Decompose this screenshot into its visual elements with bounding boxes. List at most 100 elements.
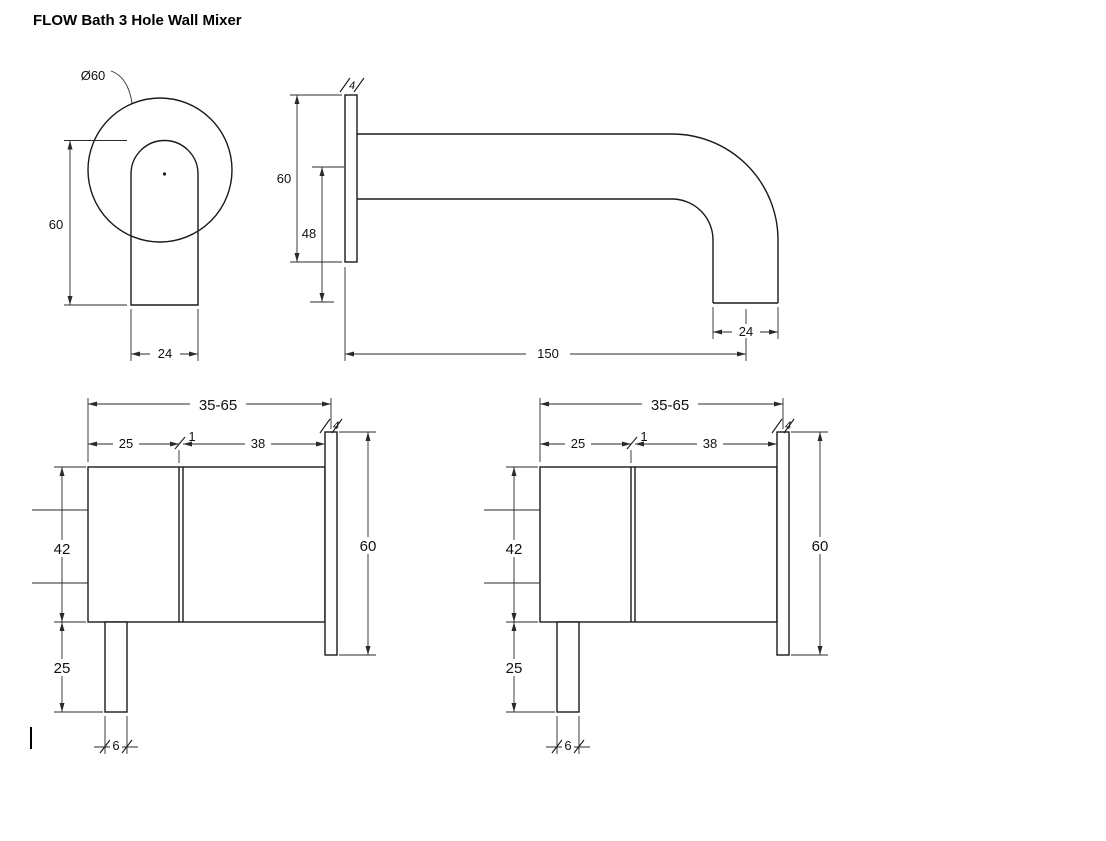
dim-label-bg xyxy=(562,738,574,751)
oblique-tick xyxy=(626,436,638,450)
text-cursor-artifact xyxy=(30,727,32,749)
spout-tube-inner-outline xyxy=(357,198,714,303)
dim-label-diameter: Ø60 xyxy=(81,68,106,83)
oblique-tick xyxy=(339,77,351,93)
dim-label-body-depth: 38 xyxy=(703,436,717,451)
dim-body-height: 42 xyxy=(501,466,538,623)
dim-label-depth-range: 35-65 xyxy=(651,397,689,414)
oblique-tick xyxy=(121,739,133,754)
page-title: FLOW Bath 3 Hole Wall Mixer xyxy=(33,12,242,29)
wall-plate-outline xyxy=(324,431,338,656)
dim-label-bg xyxy=(807,537,833,554)
dim-gap: 1 xyxy=(626,429,648,463)
dim-label-outlet-width: 24 xyxy=(739,324,753,339)
dim-label-bg xyxy=(150,346,180,361)
mixer-body-outline xyxy=(87,466,326,623)
dim-outlet-width: 24 xyxy=(712,307,779,339)
dim-label-plate-thickness: 4 xyxy=(349,80,355,92)
dim-label-plate-thickness: 4 xyxy=(333,420,339,432)
oblique-tick xyxy=(331,418,343,434)
dim-label-stem-width: 6 xyxy=(564,738,571,753)
dim-label-bg xyxy=(501,659,527,676)
wall-plate-outline xyxy=(776,431,790,656)
dim-label-bg xyxy=(642,395,698,412)
diameter-leader-line xyxy=(110,70,133,104)
dim-plate-height: 60 xyxy=(339,431,381,656)
oblique-tick xyxy=(99,739,111,754)
dim-label-bg xyxy=(697,436,723,451)
center-mark xyxy=(162,172,167,176)
oblique-tick xyxy=(783,418,795,434)
dim-label-bg xyxy=(732,324,760,338)
dim-label-body-depth: 38 xyxy=(251,436,265,451)
mixer-side-view-right: 35-65 25 1 38 4 xyxy=(484,395,833,754)
dim-label-plate-height: 60 xyxy=(360,538,377,555)
dim-depth-range: 35-65 xyxy=(87,395,332,462)
dim-plate-thickness: 4 xyxy=(319,418,343,434)
dim-label-bg xyxy=(355,537,381,554)
dim-label-bg xyxy=(190,395,246,412)
dim-depth-range: 35-65 xyxy=(539,395,784,462)
oblique-tick xyxy=(353,77,365,93)
dim-label-bg xyxy=(110,738,122,751)
spout-flange-circle xyxy=(87,97,233,243)
mixer-side-view-left: 35-65 25 1 38 4 xyxy=(32,395,381,754)
dim-plate-height: 60 xyxy=(791,431,833,656)
dim-handle-length: 25 xyxy=(49,622,103,713)
dim-gap: 1 xyxy=(174,429,196,463)
dim-spout-height: 60 xyxy=(49,140,127,306)
oblique-tick xyxy=(771,418,783,434)
handle-stem-outline xyxy=(104,621,128,713)
dim-label-body-height: 42 xyxy=(506,541,523,558)
spout-tube-outer-outline xyxy=(357,133,779,303)
dim-handle-depth: 25 xyxy=(540,436,631,451)
dim-label-plate-height: 60 xyxy=(277,171,291,186)
dim-label-body-height: 42 xyxy=(54,541,71,558)
dim-label-handle-depth: 25 xyxy=(119,436,133,451)
dim-body-depth: 38 xyxy=(183,436,325,451)
dim-body-height: 42 xyxy=(49,466,86,623)
dim-label-height: 60 xyxy=(49,217,63,232)
dim-label-gap: 1 xyxy=(640,429,647,444)
dim-reach: 150 xyxy=(344,267,747,361)
dim-label-stem-width: 6 xyxy=(112,738,119,753)
oblique-tick xyxy=(573,739,585,754)
dim-label-plate-height: 60 xyxy=(812,538,829,555)
mixer-body-outline xyxy=(539,466,778,623)
spout-side-view: 4 60 48 150 xyxy=(277,77,779,361)
handle-stem-outline xyxy=(556,621,580,713)
dim-spout-width: 24 xyxy=(130,309,199,361)
dim-label-gap: 1 xyxy=(188,429,195,444)
dim-label-outlet-drop: 48 xyxy=(302,226,316,241)
dim-label-handle-length: 25 xyxy=(506,660,523,677)
dim-plate-thickness: 4 xyxy=(339,77,365,93)
dim-label-depth-range: 35-65 xyxy=(199,397,237,414)
dim-label-plate-thickness: 4 xyxy=(785,420,791,432)
dim-label-bg xyxy=(565,436,591,451)
oblique-tick xyxy=(174,436,186,450)
dim-plate-thickness: 4 xyxy=(771,418,795,434)
dim-outlet-drop: 48 xyxy=(302,166,344,303)
spout-body-outline xyxy=(130,139,199,306)
dim-label-width: 24 xyxy=(158,346,172,361)
dim-label-bg xyxy=(49,659,75,676)
dim-label-bg xyxy=(501,540,527,557)
dim-label-handle-length: 25 xyxy=(54,660,71,677)
oblique-tick xyxy=(319,418,331,434)
dim-handle-length: 25 xyxy=(501,622,555,713)
dim-label-bg xyxy=(245,436,271,451)
oblique-tick xyxy=(551,739,563,754)
spout-front-view: Ø60 60 24 xyxy=(49,68,233,361)
dim-handle-depth: 25 xyxy=(88,436,179,451)
dim-label-handle-depth: 25 xyxy=(571,436,585,451)
dim-stem-width: 6 xyxy=(94,716,138,754)
dim-label-bg xyxy=(49,540,75,557)
wall-plate-outline xyxy=(344,94,358,263)
dim-plate-height: 60 xyxy=(277,94,342,263)
dim-stem-width: 6 xyxy=(546,716,590,754)
dim-label-bg xyxy=(526,346,570,361)
dim-label-reach: 150 xyxy=(537,346,559,361)
dim-label-bg xyxy=(113,436,139,451)
